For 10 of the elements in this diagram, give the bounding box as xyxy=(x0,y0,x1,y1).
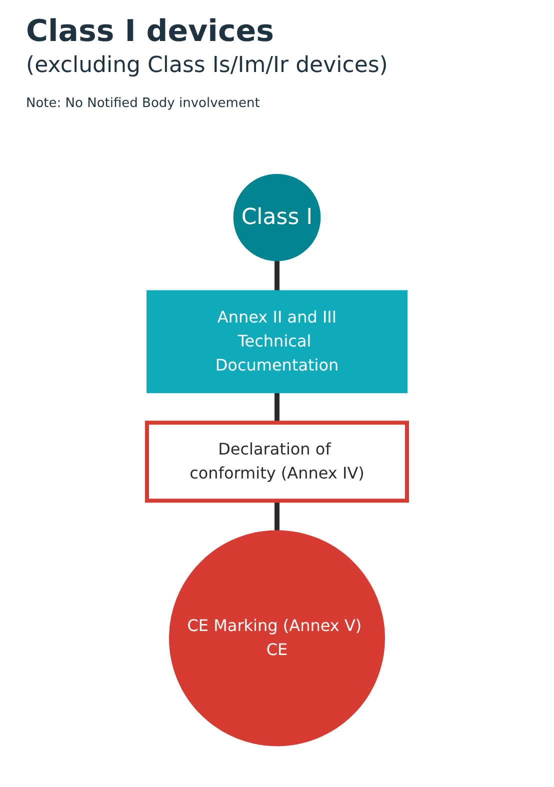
title: Class I devices xyxy=(26,14,275,49)
subtitle: (excluding Class Is/Im/Ir devices) xyxy=(26,53,389,78)
connector xyxy=(274,500,280,531)
node-circle: CE Marking (Annex V) CE xyxy=(169,530,385,746)
connector xyxy=(274,392,280,423)
node-box: Declaration of conformity (Annex IV) xyxy=(145,420,409,503)
connector xyxy=(274,260,280,291)
node-box: Annex II and III Technical Documentation xyxy=(146,290,408,394)
node-circle: Class I xyxy=(233,174,321,262)
note: Note: No Notified Body involvement xyxy=(26,96,261,111)
